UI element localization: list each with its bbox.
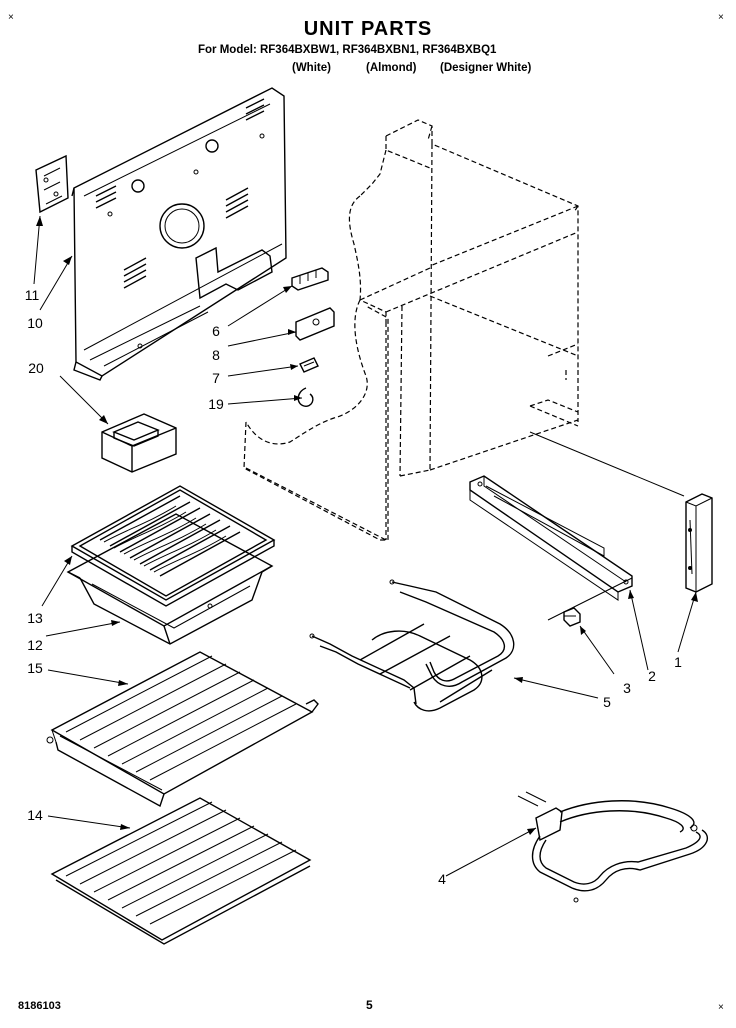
callout-8: 8 xyxy=(212,347,220,363)
callout-6: 6 xyxy=(212,323,220,339)
corner-mark-top-left: × xyxy=(8,12,14,23)
part-20-box xyxy=(101,413,177,473)
models-line: For Model: RF364BXBW1, RF364BXBN1, RF364… xyxy=(198,44,497,56)
part-3-clip xyxy=(563,607,581,627)
corner-mark-top-right: × xyxy=(718,12,724,23)
corner-mark-bottom-right: × xyxy=(718,1002,724,1013)
callout-10: 10 xyxy=(27,315,43,331)
callout-14: 14 xyxy=(27,807,43,823)
cabinet-frame xyxy=(243,119,579,541)
page-title: UNIT PARTS xyxy=(303,18,433,40)
part-13-broiler-grid xyxy=(70,485,276,607)
leader-arrowheads xyxy=(36,216,698,835)
callout-13: 13 xyxy=(27,610,43,626)
part-11-bracket xyxy=(35,154,69,214)
part-6-terminal-block xyxy=(291,267,329,291)
part-7-clip xyxy=(299,357,319,373)
page-number: 5 xyxy=(366,998,373,1012)
callout-7: 7 xyxy=(212,370,220,386)
callout-12: 12 xyxy=(27,637,43,653)
callout-19: 19 xyxy=(208,396,224,412)
callout-2: 2 xyxy=(648,668,656,684)
variant-almond: (Almond) xyxy=(366,62,417,74)
callout-3: 3 xyxy=(623,680,631,696)
part-14-oven-rack xyxy=(50,797,312,945)
part-2-rail xyxy=(469,475,633,601)
callout-1: 1 xyxy=(674,654,682,670)
document-number: 8186103 xyxy=(18,1000,61,1012)
callout-20: 20 xyxy=(28,360,44,376)
callout-15: 15 xyxy=(27,660,43,676)
variant-designer-white: (Designer White) xyxy=(440,62,532,74)
part-15-oven-rack xyxy=(46,651,319,808)
part-4-broil-element xyxy=(517,791,709,903)
callout-5: 5 xyxy=(603,694,611,710)
part-1-side-trim xyxy=(685,493,713,593)
part-19-wire-clip xyxy=(297,387,314,407)
part-10-back-panel xyxy=(71,87,287,381)
part-8-bracket xyxy=(295,307,335,341)
part-12-broiler-pan xyxy=(66,513,274,645)
callout-4: 4 xyxy=(438,871,446,887)
part-5-bake-element xyxy=(309,579,515,712)
variant-white: (White) xyxy=(292,62,331,74)
leader-lines xyxy=(33,215,697,877)
callout-11: 11 xyxy=(24,287,40,303)
